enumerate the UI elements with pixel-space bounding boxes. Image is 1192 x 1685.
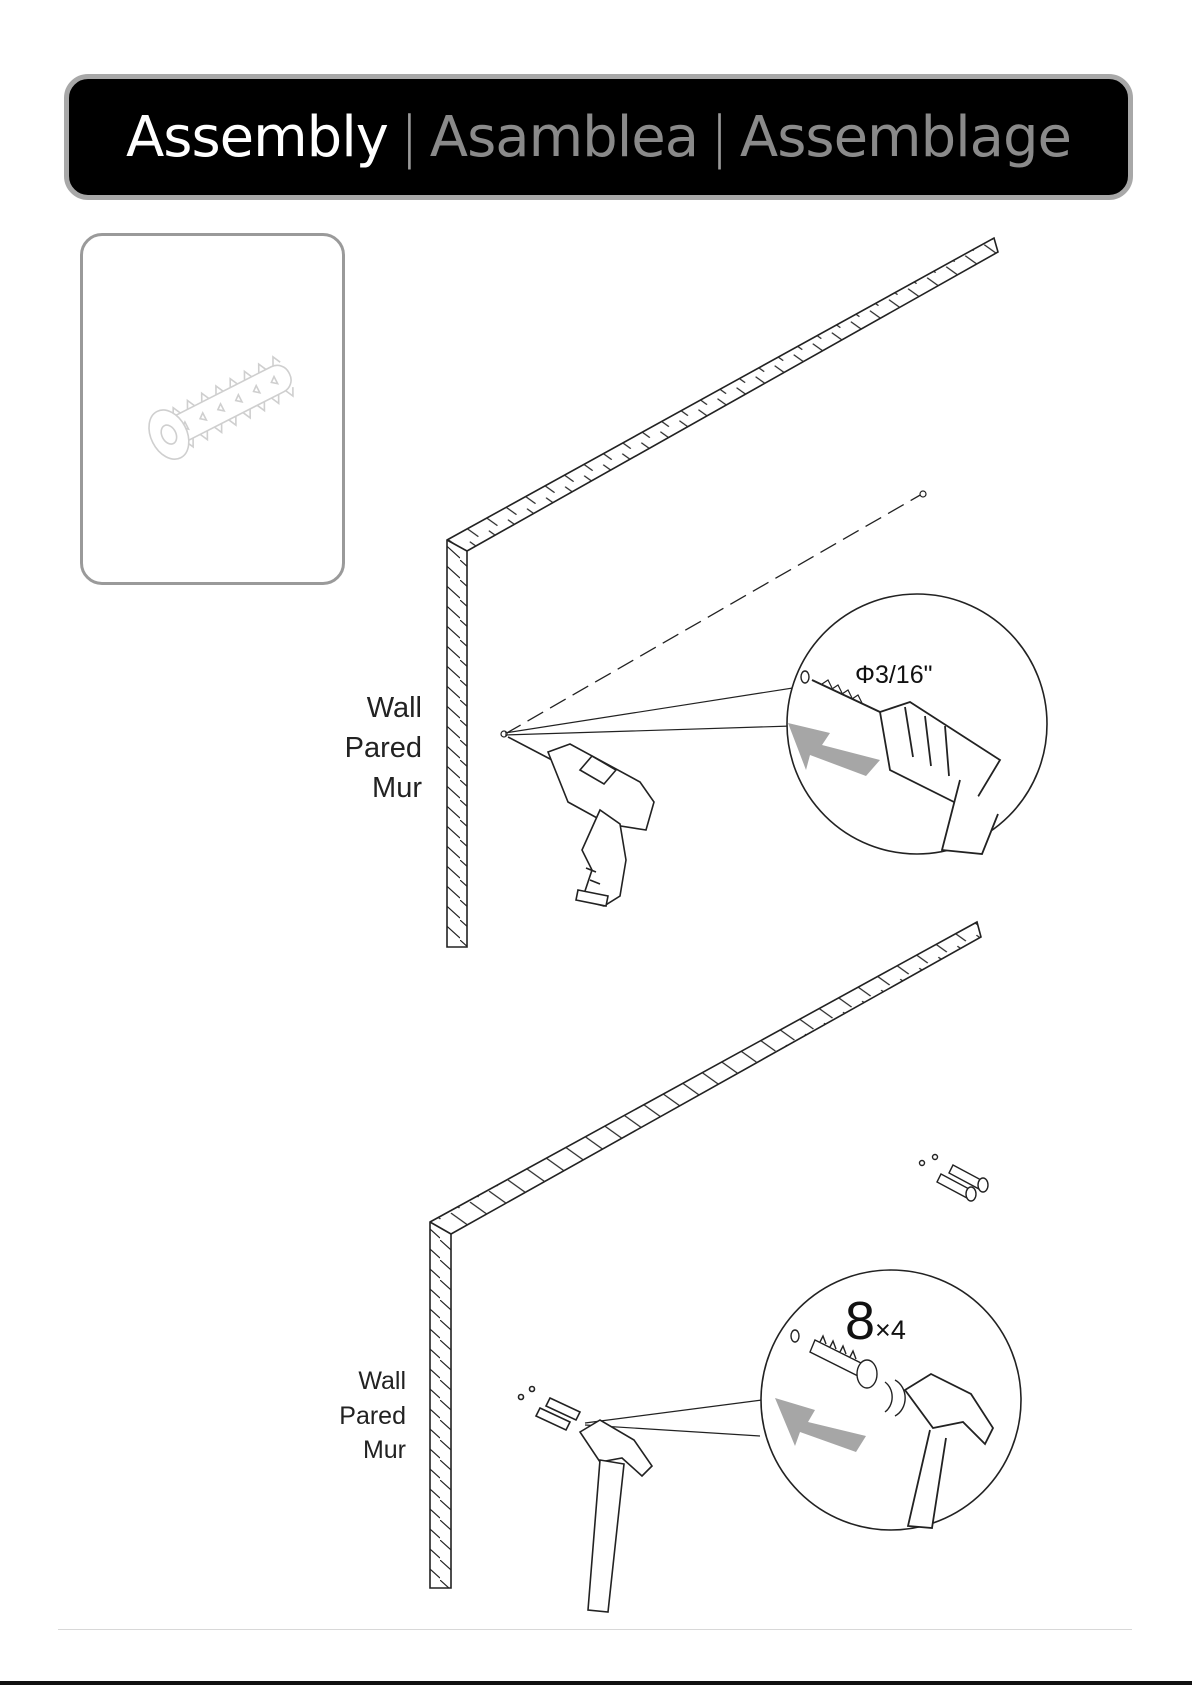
wall-label-step2: Wall Pared Mur (300, 1364, 406, 1468)
anchor-count-number: 8 (845, 1291, 875, 1351)
footer-divider (58, 1629, 1132, 1630)
anchor-count-label: 8×4 (845, 1290, 906, 1352)
drill-icon (508, 737, 654, 906)
wall-label-spanish: Pared (300, 728, 422, 768)
wall-anchor-icon (920, 1155, 989, 1202)
wall-label-french: Mur (300, 768, 422, 808)
hammer-icon (519, 1387, 653, 1613)
wall-label-spanish: Pared (300, 1399, 406, 1434)
wall-label-french: Mur (300, 1433, 406, 1468)
drill-bit-size-label: Φ3/16" (855, 661, 932, 689)
wall-label-english: Wall (300, 688, 422, 728)
bottom-edge-bar (0, 1681, 1192, 1685)
wall-label-english: Wall (300, 1364, 406, 1399)
wall-label-step1: Wall Pared Mur (300, 688, 422, 808)
drill-detail-circle (787, 594, 1047, 854)
anchor-count-multiplier: ×4 (875, 1315, 906, 1345)
